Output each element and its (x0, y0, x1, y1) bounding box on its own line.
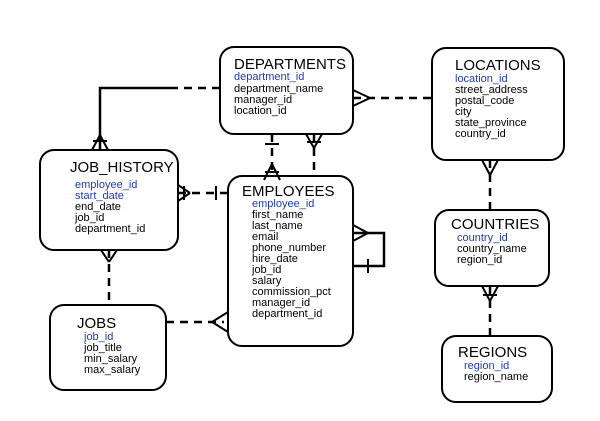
crows-foot-mark (481, 159, 499, 176)
attribute: job_id (251, 264, 281, 276)
employees-entity: EMPLOYEES employee_id first_name last_na… (242, 183, 335, 320)
attribute: manager_id (252, 297, 310, 309)
crows-foot-mark (100, 249, 118, 263)
attribute: first_name (252, 209, 303, 221)
countries-title: COUNTRIES (451, 216, 539, 233)
attribute: street_address (455, 84, 528, 96)
attribute: department_name (234, 83, 323, 95)
employees-box (227, 175, 354, 347)
jobs-box (49, 304, 167, 391)
attribute: country_name (457, 243, 527, 255)
departments-entity: DEPARTMENTS department_id department_nam… (234, 56, 346, 117)
job-history-title: JOB_HISTORY (70, 159, 174, 176)
attribute: region_id (457, 254, 502, 266)
attribute: commission_pct (252, 286, 331, 298)
attribute: hire_date (252, 253, 298, 265)
attribute: phone_number (252, 242, 326, 254)
departments-title: DEPARTMENTS (234, 56, 346, 73)
countries-box (434, 209, 550, 287)
employees-title: EMPLOYEES (242, 183, 335, 200)
crows-foot-mark (352, 89, 371, 107)
locations-entity: LOCATIONS location_id street_address pos… (455, 57, 541, 140)
attribute: job_title (83, 342, 122, 354)
attribute: min_salary (84, 353, 138, 365)
attribute: country_id (455, 128, 506, 140)
primary-key-attribute: location_id (455, 73, 508, 85)
attribute: job_id (74, 212, 104, 224)
attribute: max_salary (84, 364, 141, 376)
primary-key-attribute: department_id (234, 71, 304, 83)
crows-foot-mark (352, 224, 369, 242)
entity-boxes (39, 46, 565, 403)
job-history-entity: JOB_HISTORY employee_id start_date end_d… (70, 159, 174, 235)
rel-departments-job-history-solid (98, 86, 170, 150)
countries-entity: COUNTRIES country_id country_name region… (451, 216, 539, 266)
attribute: last_name (252, 220, 303, 232)
crows-foot-mark (211, 311, 229, 333)
crows-foot-mark (481, 285, 499, 302)
primary-key-attribute: region_id (464, 360, 509, 372)
attribute: location_id (234, 105, 287, 117)
attribute: end_date (75, 201, 121, 213)
attribute: postal_code (455, 95, 514, 107)
attribute: region_name (464, 371, 528, 383)
primary-key-attribute: employee_id (252, 198, 314, 210)
regions-entity: REGIONS region_id region_name (458, 344, 528, 383)
attribute: department_id (75, 223, 145, 235)
jobs-entity: JOBS job_id job_title min_salary max_sal… (77, 315, 141, 376)
cardinality-marks (91, 89, 499, 333)
jobs-title: JOBS (77, 315, 116, 332)
locations-title: LOCATIONS (455, 57, 541, 74)
primary-key-attribute: job_id (83, 331, 113, 343)
attribute: manager_id (234, 94, 292, 106)
regions-title: REGIONS (458, 344, 527, 361)
crows-foot-mark (91, 134, 109, 151)
attribute: city (455, 106, 472, 118)
attribute: department_id (252, 308, 322, 320)
primary-key-attribute: employee_id (75, 179, 137, 191)
attribute: state_province (455, 117, 527, 129)
regions-box (441, 335, 553, 403)
primary-key-attribute: start_date (75, 190, 124, 202)
attribute: salary (252, 275, 282, 287)
attribute: email (252, 231, 278, 243)
primary-key-attribute: country_id (457, 232, 508, 244)
